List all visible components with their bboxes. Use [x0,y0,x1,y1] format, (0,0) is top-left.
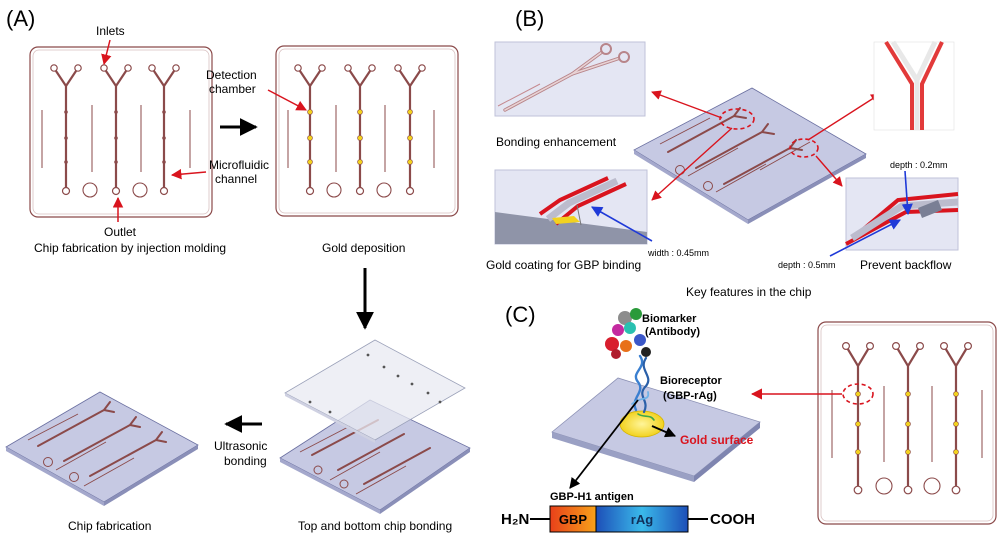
rag-label: rAg [631,512,653,527]
rag-block [595,505,689,533]
biomarker-label-2: (Antibody) [645,326,700,338]
gold-surface-plate [551,377,761,482]
depth-02-label: depth : 0.2mm [890,160,948,170]
cooh-label: COOH [710,511,755,528]
chip-top-view-c [817,321,997,525]
bioreceptor-label-2: (GBP-rAg) [663,390,717,402]
antigen-label: GBP-H1 antigen [550,491,634,503]
chip-top-view-plain [29,46,213,218]
depth-02-pointer [901,170,913,216]
bioreceptor-label-1: Bioreceptor [660,375,722,387]
detection-arrow [267,89,307,111]
chip-final-iso [5,391,199,506]
detection-label-2: chamber [209,82,256,96]
detection-label-1: Detection [206,68,257,82]
chip-iso-key-features [633,87,867,224]
outlet-label: Outlet [104,225,137,239]
bioreceptor-protein [631,354,655,421]
microfluidic-arrow [170,168,207,180]
arrow-to-gold-inset [651,127,733,201]
fabrication-caption: Chip fabrication by injection molding [34,241,226,255]
microfluidic-label-2: channel [215,172,257,186]
gbp-block [549,505,597,533]
panel-a-label: (A) [6,6,35,31]
gbp-label: GBP [559,512,588,527]
width-pointer [591,206,653,242]
arrow-to-y-inset [807,93,881,141]
biomarker-label-1: Biomarker [642,313,697,325]
chip-bonding-exploded [279,339,471,514]
h2n-label: H₂N [501,511,529,528]
inset-bonding-enhancement [494,41,646,117]
arrow-to-bonding-inset [651,90,723,119]
construct-bar: H₂N GBP rAg COOH [501,505,755,533]
ultrasonic-label-1: Ultrasonic [214,439,267,453]
gold-caption: Gold deposition [322,241,405,255]
depth-05-label: depth : 0.5mm [778,260,836,270]
prevent-backflow-label: Prevent backflow [860,258,952,272]
gold-coating-label: Gold coating for GBP binding [486,258,641,272]
depth-05-pointer [829,219,901,257]
inlets-label: Inlets [96,24,125,38]
inset-gold-coating [494,169,648,245]
ultrasonic-label-2: bonding [224,454,267,468]
inset-y-junction [873,40,955,131]
key-features-label: Key features in the chip [686,285,812,299]
antigen-arrow [569,399,639,489]
microfluidic-label-1: Microfluidic [209,158,269,172]
panel-b-label: (B) [515,6,544,31]
gold-surface-arrow [651,425,676,438]
inlets-arrow [101,39,112,66]
antibody-biomarker [605,308,651,359]
width-label: width : 0.45mm [647,248,709,258]
bonding-caption: Top and bottom chip bonding [298,519,452,533]
arrow-to-backflow-inset [815,155,843,187]
chip-caption: Chip fabrication [68,519,151,533]
panel-c-label: (C) [505,302,536,327]
chip-top-view-gold [275,45,459,217]
gold-surface-label: Gold surface [680,433,754,447]
bonding-enhancement-label: Bonding enhancement [496,135,617,149]
